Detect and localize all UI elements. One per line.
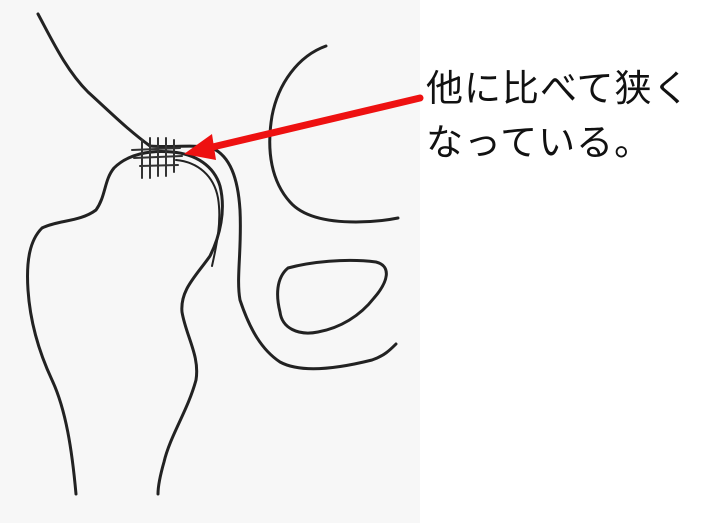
annotation-line-1: 他に比べて狭く [426, 62, 706, 116]
femur-outline-lateral [28, 152, 223, 494]
acetabulum-rim [270, 46, 398, 222]
joint-space-hatching [132, 138, 182, 178]
annotation-line-2: なっている。 [426, 116, 706, 170]
annotation-text: 他に比べて狭く なっている。 [426, 62, 706, 170]
obturator-foramen [278, 260, 387, 333]
